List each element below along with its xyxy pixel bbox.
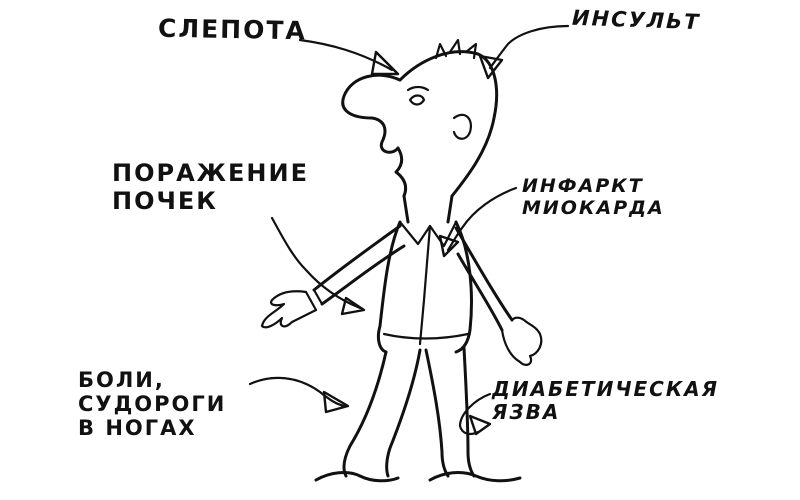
label-infarct-line-1: ИНФАРКТ (522, 175, 644, 197)
label-legs-line-2: СУДОРОГИ (78, 392, 227, 417)
label-kidney-line-2: ПОЧЕК (112, 186, 218, 215)
arrow-infarct-head (438, 234, 460, 258)
label-infarct-line-2: МИОКАРДА (522, 196, 665, 219)
human-figure (260, 38, 543, 483)
label-blindness: СЛЕПОТА (157, 13, 308, 46)
label-diabetic-ulcer: ДИАБЕТИЧЕСКАЯ ЯЗВА (492, 378, 719, 424)
label-kidney-line-1: ПОРАЖЕНИЕ (112, 159, 309, 187)
neck (402, 194, 454, 224)
label-legs-line-1: БОЛИ, (78, 368, 165, 392)
ground-left (314, 471, 400, 483)
belt (382, 332, 470, 340)
left-cuff (304, 288, 324, 312)
left-hand (260, 290, 318, 329)
arrow-kidney (270, 216, 362, 310)
label-ulcer-line-1: ДИАБЕТИЧЕСКАЯ (492, 377, 720, 401)
label-legs-line-3: В НОГАХ (78, 416, 197, 441)
left-leg-inner (385, 348, 422, 478)
right-hand (500, 316, 543, 366)
jacket-line (418, 224, 432, 346)
right-leg-inner (424, 348, 450, 478)
label-leg-pain-cramps: БОЛИ, СУДОРОГИ В НОГАХ (78, 368, 226, 440)
arrow-stroke-head (478, 54, 504, 80)
arrow-blindness (298, 38, 394, 72)
torso (376, 220, 473, 354)
arrows (248, 24, 570, 436)
arrow-infarct (446, 186, 518, 252)
head-back (398, 50, 499, 198)
label-ulcer-line-2: ЯЗВА (492, 400, 561, 424)
label-stroke: ИНСУЛЬТ (572, 6, 701, 35)
right-leg (462, 346, 476, 478)
hair-spikes (434, 38, 478, 60)
head-outline (341, 73, 408, 198)
eye (406, 85, 430, 106)
arrow-ulcer-head (468, 414, 492, 436)
ear (452, 113, 472, 140)
right-arm (454, 226, 514, 332)
arrow-stroke (488, 24, 570, 70)
arrow-blindness-head (370, 50, 400, 76)
label-blindness-text: СЛЕПОТА (157, 13, 308, 46)
arrow-kidney-head (340, 296, 366, 316)
label-stroke-text: ИНСУЛЬТ (571, 5, 701, 35)
arrow-legs-head (322, 390, 350, 414)
left-arm (312, 224, 406, 306)
left-leg (342, 350, 388, 478)
label-kidney-damage: ПОРАЖЕНИЕ ПОЧЕК (112, 159, 309, 215)
arrow-ulcer (458, 392, 492, 436)
arrow-legs (248, 376, 346, 408)
ground-right (428, 471, 522, 483)
label-myocardial-infarction: ИНФАРКТ МИОКАРДА (522, 175, 665, 220)
